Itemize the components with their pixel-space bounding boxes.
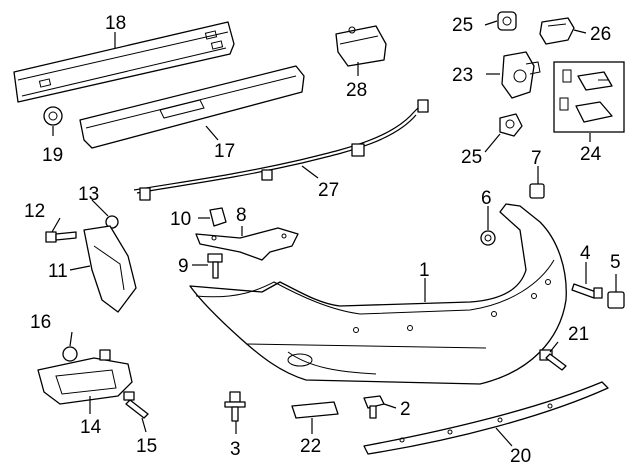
callout-15: 15 — [136, 436, 157, 457]
callout-19: 19 — [42, 145, 63, 166]
callout-4: 4 — [580, 243, 591, 264]
bolt-4-part — [571, 283, 603, 299]
leader-lines — [51, 20, 617, 447]
callout-22: 22 — [300, 436, 321, 457]
retainer-5-part — [607, 291, 625, 309]
callout-9: 9 — [178, 256, 189, 277]
callout-28: 28 — [346, 80, 367, 101]
callout-26: 26 — [590, 24, 611, 45]
callout-27: 27 — [318, 180, 339, 201]
side-bracket-part — [83, 225, 137, 313]
callout-20: 20 — [510, 446, 531, 467]
callout-10: 10 — [170, 209, 191, 230]
screw-21-part — [539, 349, 567, 371]
callout-18: 18 — [105, 13, 126, 34]
bumper-cover-part — [189, 203, 567, 385]
push-clip-part — [480, 230, 496, 246]
parking-sensor-part — [501, 51, 541, 99]
bumper-bracket-part — [195, 227, 299, 261]
clip-top-part — [497, 11, 517, 31]
grommet-part — [529, 183, 545, 199]
callout-3: 3 — [230, 439, 241, 460]
callout-2: 2 — [400, 399, 411, 420]
lower-bracket-part — [37, 349, 133, 405]
callout-13: 13 — [78, 184, 99, 205]
clip-lower-part — [499, 113, 523, 137]
callout-labels: 1 2 3 4 5 6 7 8 9 10 11 12 13 14 15 16 1… — [24, 13, 621, 467]
clip-16-part — [62, 346, 78, 362]
lower-moulding-part — [363, 381, 609, 455]
pad-part — [291, 401, 339, 419]
callout-24: 24 — [580, 144, 602, 165]
bolt-12-part — [45, 231, 77, 243]
energy-absorber-part — [79, 65, 305, 149]
clip-13-part — [105, 215, 119, 229]
callout-16: 16 — [30, 312, 51, 333]
callout-14: 14 — [80, 417, 102, 438]
sensor-retainers-kit-part — [553, 61, 625, 133]
callout-23: 23 — [452, 65, 473, 86]
callout-25-lower: 25 — [461, 147, 482, 168]
retainer-10-part — [209, 207, 227, 227]
callout-6: 6 — [481, 188, 492, 209]
retainer-part — [539, 17, 575, 45]
callout-5: 5 — [610, 252, 621, 273]
screw-15-part — [123, 391, 149, 419]
callout-1: 1 — [419, 260, 430, 281]
bolt-3-part — [224, 391, 246, 422]
callout-8: 8 — [236, 205, 247, 226]
callout-17: 17 — [214, 141, 235, 162]
callout-7: 7 — [531, 148, 542, 169]
callout-21: 21 — [568, 324, 589, 345]
wire-harness-part — [133, 99, 429, 201]
reinforcement-bar-part — [13, 21, 235, 103]
callout-12: 12 — [24, 201, 45, 222]
nut-part — [43, 106, 63, 126]
callout-11: 11 — [48, 261, 68, 282]
callout-25-top: 25 — [452, 15, 473, 36]
sensor-module-part — [335, 25, 387, 67]
screw-9-part — [207, 253, 223, 279]
clip-2-part — [363, 395, 385, 419]
